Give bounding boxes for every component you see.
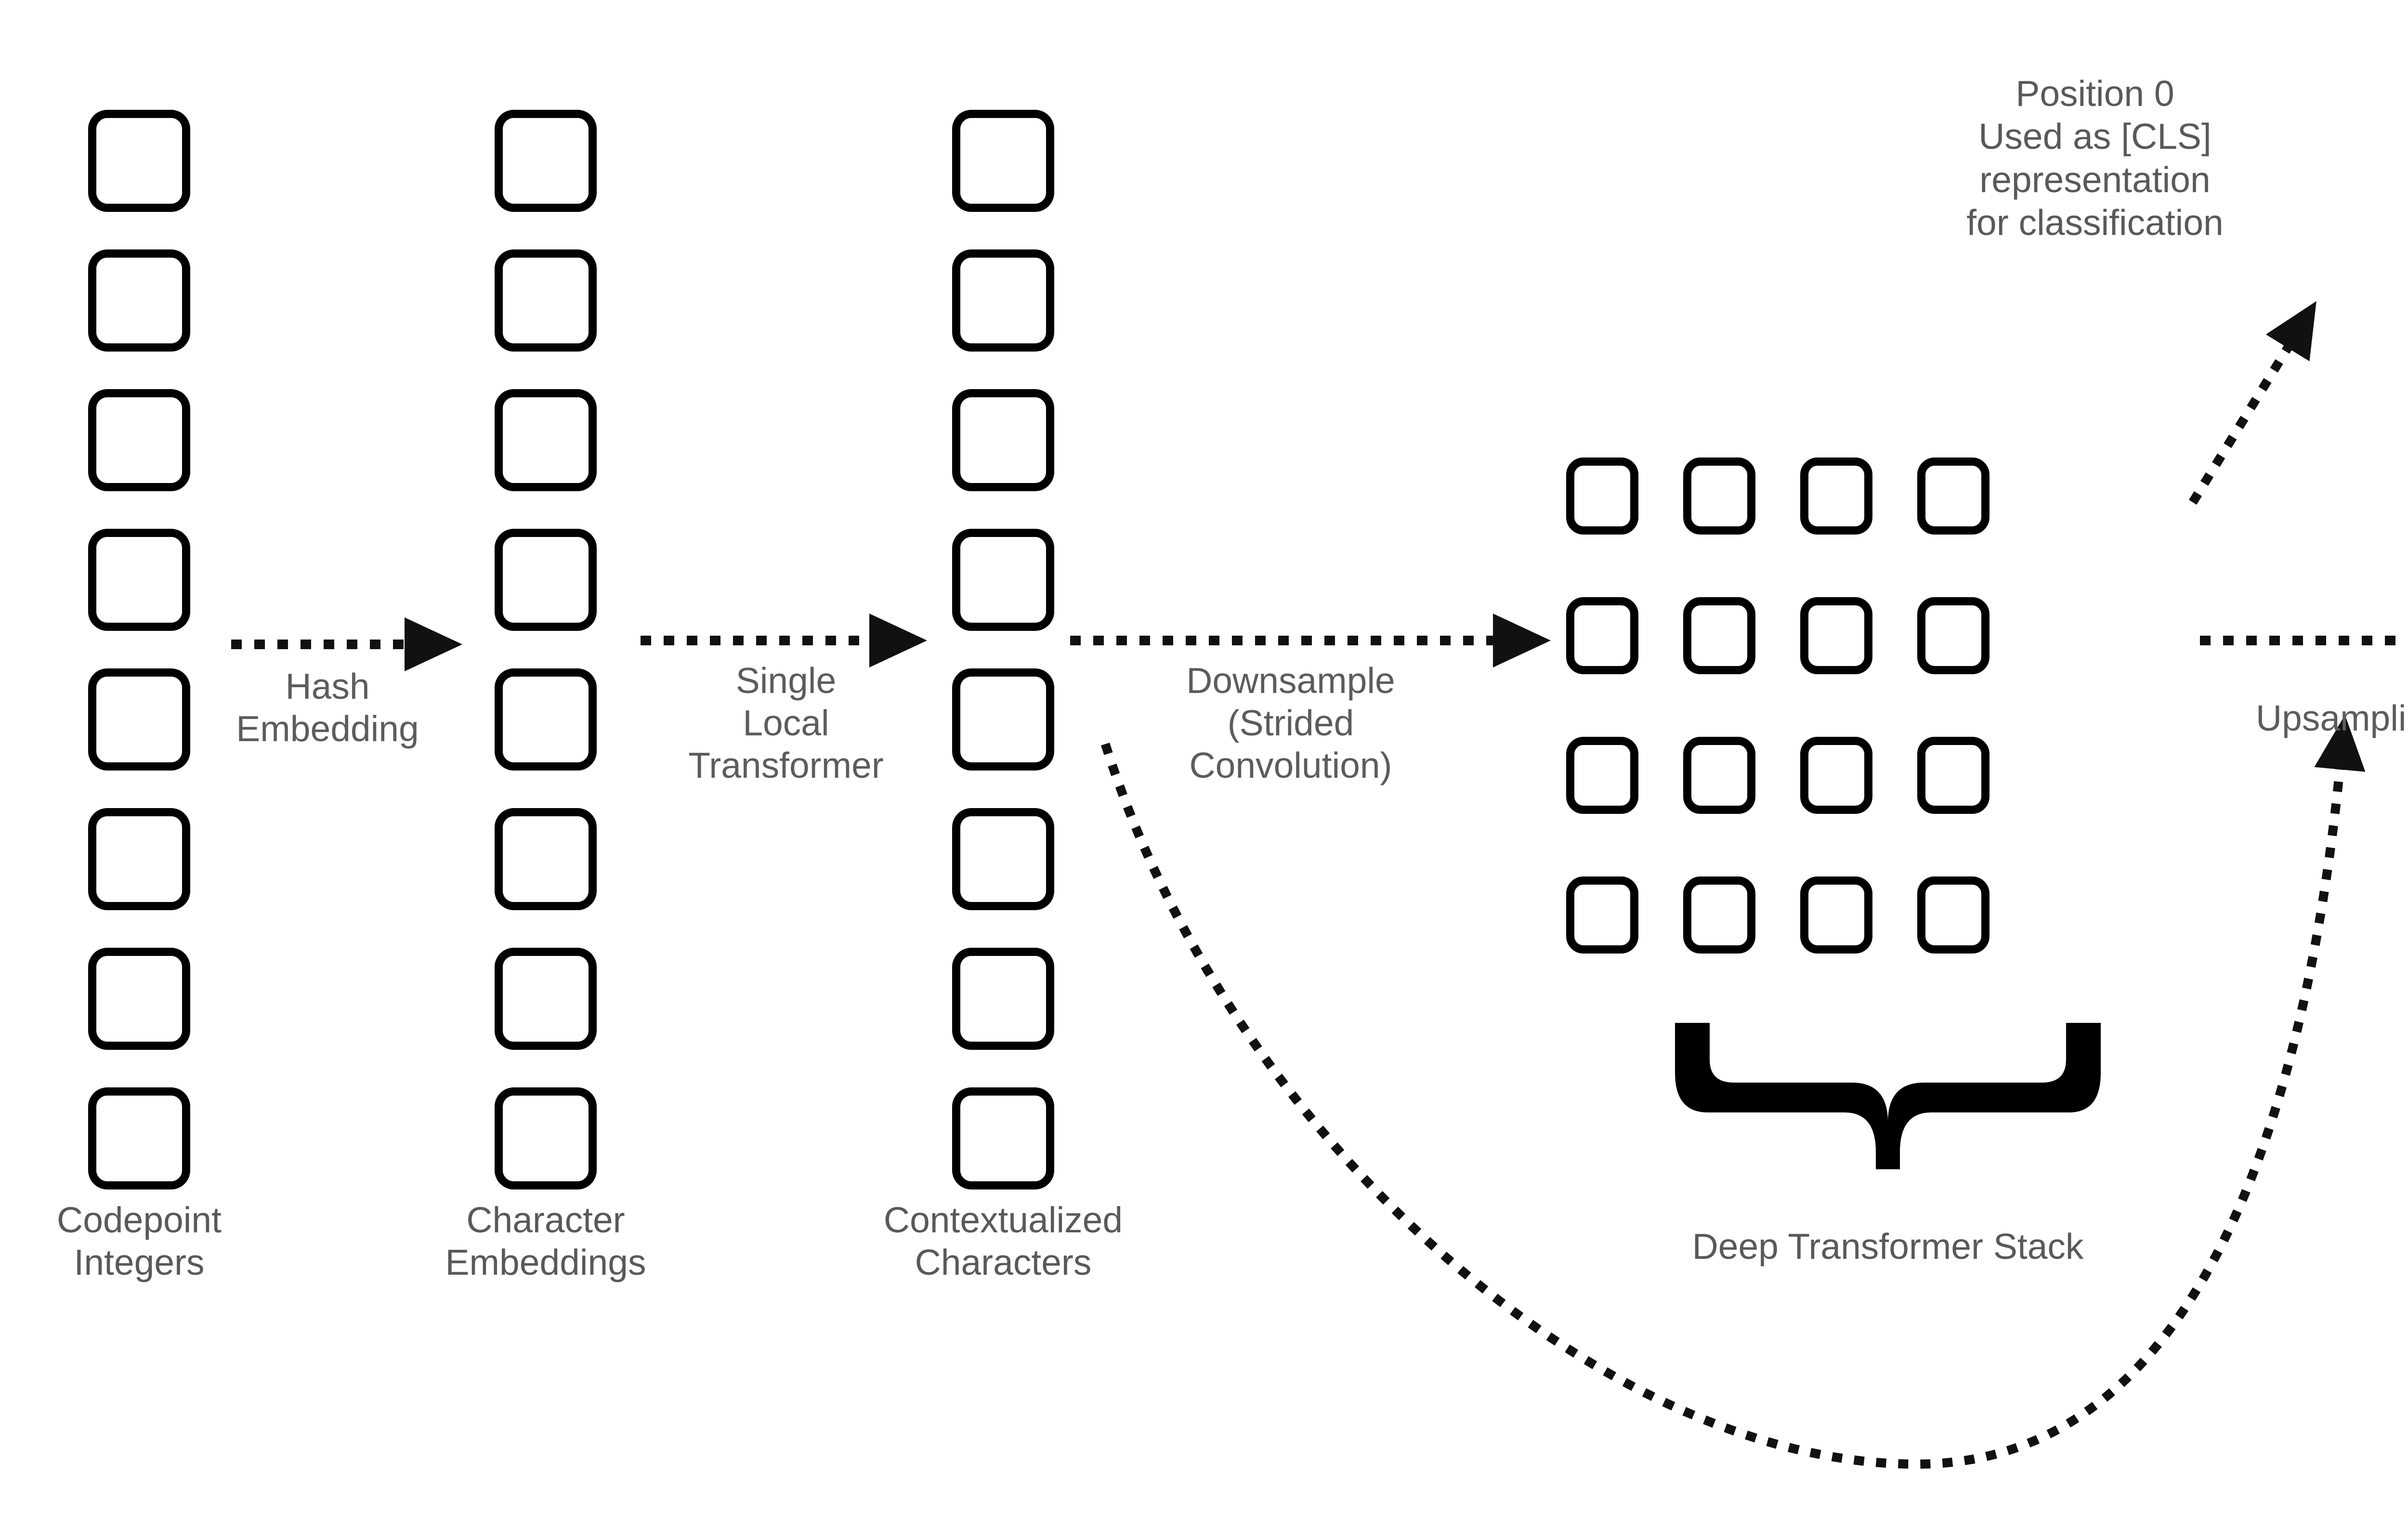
column-contextualized-characters	[952, 110, 1054, 1189]
cell-box	[495, 808, 597, 910]
cell-box	[495, 1087, 597, 1189]
stack-cell	[1917, 597, 1989, 674]
stack-cell	[1683, 737, 1755, 814]
edge-label-single-local-transformer: Single Local Transformer	[688, 660, 884, 785]
edge-label-upsampling: Upsampling	[2255, 698, 2408, 738]
stack-cell	[1800, 737, 1872, 814]
edge-label-hash-embedding: Hash Embedding	[236, 666, 419, 749]
column-deep-transformer-stack	[1566, 457, 1989, 954]
cell-box	[88, 249, 190, 352]
annotation-cls-note: Position 0 Used as [CLS] representation …	[1966, 73, 2224, 243]
stack-cell	[1917, 457, 1989, 535]
cell-box	[495, 948, 597, 1050]
cell-box	[952, 948, 1054, 1050]
caption-deep-transformer-stack: Deep Transformer Stack	[1692, 1226, 2084, 1267]
cell-box	[952, 110, 1054, 212]
caption-character-embeddings: Character Embeddings	[445, 1200, 646, 1282]
column-codepoint-integers	[88, 110, 190, 1189]
arrow-cls-pointer	[2188, 301, 2316, 505]
stack-cell	[1683, 876, 1755, 954]
stack-cell	[1917, 737, 1989, 814]
stack-cell	[1566, 597, 1638, 674]
residual-skip-curve	[1100, 715, 2366, 1469]
cell-box	[952, 668, 1054, 771]
deep-stack-brace	[1675, 1023, 2101, 1169]
caption-codepoint-integers: Codepoint Integers	[57, 1200, 222, 1282]
cell-box	[495, 668, 597, 771]
cell-box	[88, 110, 190, 212]
stack-cell	[1800, 597, 1872, 674]
cell-box	[88, 668, 190, 771]
cell-box	[88, 808, 190, 910]
cell-box	[495, 249, 597, 352]
cell-box	[495, 389, 597, 491]
stack-cell	[1566, 457, 1638, 535]
cell-box	[88, 389, 190, 491]
stack-cell	[1683, 597, 1755, 674]
cell-box	[952, 529, 1054, 631]
stack-cell	[1800, 876, 1872, 954]
edge-label-downsample: Downsample (Strided Convolution)	[1186, 660, 1395, 785]
cell-box	[88, 1087, 190, 1189]
cell-box	[952, 1087, 1054, 1189]
stack-cell	[1917, 876, 1989, 954]
cell-box	[88, 529, 190, 631]
cell-box	[952, 249, 1054, 352]
cell-box	[495, 529, 597, 631]
stack-cell	[1683, 457, 1755, 535]
stack-cell	[1800, 457, 1872, 535]
caption-contextualized-characters: Contextualized Characters	[883, 1200, 1123, 1282]
stack-cell	[1566, 737, 1638, 814]
cell-box	[88, 948, 190, 1050]
cell-box	[495, 110, 597, 212]
cell-box	[952, 389, 1054, 491]
cell-box	[952, 808, 1054, 910]
stack-cell	[1566, 876, 1638, 954]
column-character-embeddings	[495, 110, 597, 1189]
